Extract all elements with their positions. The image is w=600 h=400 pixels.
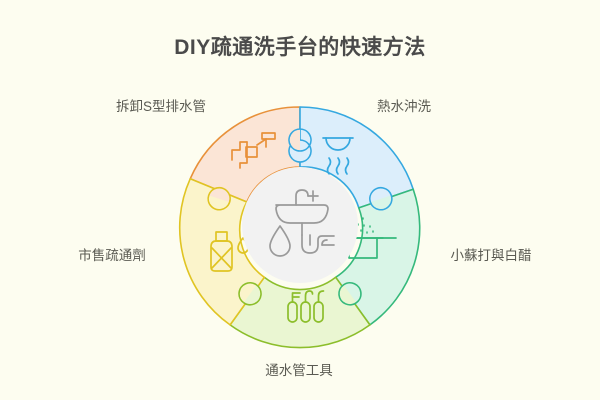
puzzle-knob-lower-right-mask — [343, 282, 361, 303]
puzzle-knob-lower-right-outline — [338, 282, 362, 306]
pipe-wrench-icon — [231, 132, 276, 169]
puzzle-knob-lower-left-fill — [239, 282, 257, 303]
cleaner-bottle-icon — [210, 231, 249, 272]
puzzle-knob-lower-left-outline — [238, 282, 262, 306]
segment-label-remove-p-trap: 拆卸S型排水管 — [116, 99, 206, 114]
page-title: DIY疏通洗手台的快速方法 — [174, 35, 426, 59]
puzzle-knob-upper-left-fill — [208, 187, 231, 203]
puzzle-knob-upper-left-outline — [207, 186, 231, 211]
segment-plumbing-tools[interactable] — [229, 276, 371, 349]
puzzle-knob-upper-right-mask — [369, 187, 392, 203]
puzzle-knob-lower-left-mask — [243, 284, 262, 305]
hot-water-bowl-icon — [322, 137, 354, 175]
center-hub-circle[interactable] — [242, 167, 358, 283]
puzzle-knob-top-mask — [289, 129, 300, 151]
puzzle-knob-upper-right-outline — [369, 186, 393, 211]
drain-tools-icon — [287, 290, 325, 323]
puzzle-knob-upper-right-fill — [370, 195, 392, 210]
segment-label-hot-water: 熱水沖洗 — [377, 99, 431, 114]
puzzle-knob-upper-left-mask — [208, 195, 230, 210]
puzzle-knobs — [207, 128, 393, 306]
segment-label-baking-soda: 小蘇打與白醋 — [451, 247, 532, 263]
puzzle-knob-lower-right-fill — [338, 284, 357, 305]
sink-drain-icon — [269, 189, 335, 257]
segment-label-plumbing-tools: 通水管工具 — [265, 363, 333, 378]
puzzle-ring — [178, 106, 421, 349]
segment-label-commercial-cleaner: 市售疏通劑 — [78, 247, 146, 263]
center-hub[interactable] — [242, 167, 358, 283]
puzzle-knob-top-outline — [288, 128, 312, 152]
